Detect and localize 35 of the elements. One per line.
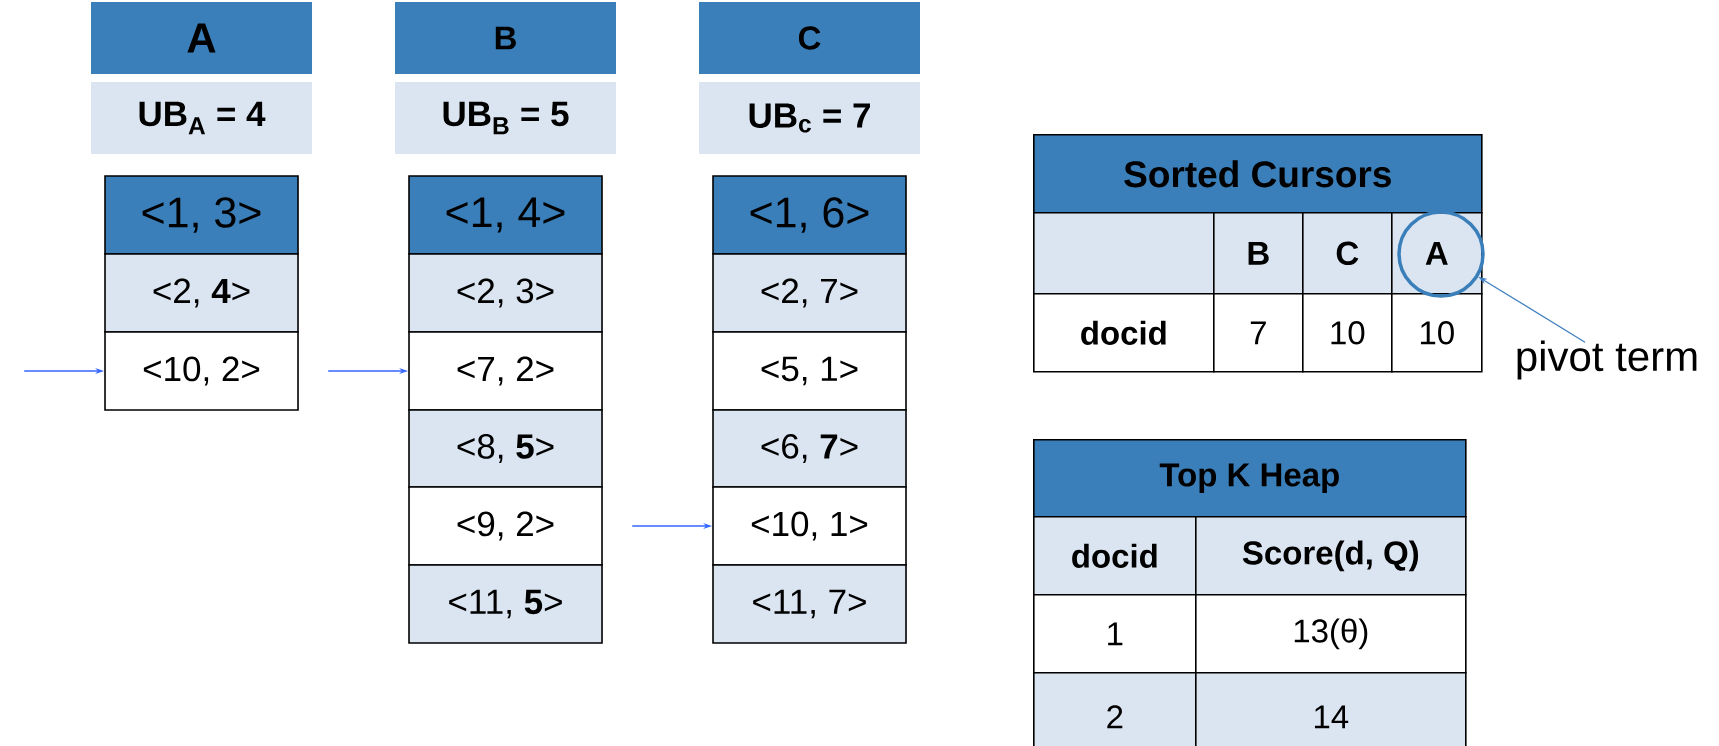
posting-cell: <1, 4> [408,175,603,255]
table-cell: 13(θ) [1195,594,1467,674]
table-cell: Score(d, Q) [1195,516,1467,596]
header-box: C [699,2,920,74]
table-cell: 10 [1391,293,1483,373]
posting-cell: <11, 7> [712,564,907,644]
posting-cell: <2, 7> [712,253,907,333]
table-cell: 2 [1033,672,1197,746]
table-title-cell: Sorted Cursors [1033,134,1483,214]
posting-cell: <10, 1> [712,486,907,566]
posting-cell: <2, 3> [408,253,603,333]
posting-cell: <5, 1> [712,331,907,411]
annotation-text: pivot term [1517,340,1697,380]
posting-cell: <9, 2> [408,486,603,566]
upper-bound-box: UB$_{B}$ = 5 [395,82,616,154]
table-cell: docid [1033,516,1197,596]
posting-cell: <8, 5> [408,409,603,488]
table-cell: C [1302,212,1393,295]
posting-cell: <1, 6> [712,175,907,255]
posting-cell: <7, 2> [408,331,603,411]
table-cell: B [1213,212,1304,295]
header-box: B [395,2,616,74]
posting-cell: <6, 7> [712,409,907,488]
upper-bound-box: UB$_{c}$ = 7 [699,82,920,154]
posting-cell: <2, 4> [104,253,299,333]
table-cell: A [1391,212,1483,295]
header-box: A [91,2,312,74]
table-cell: 14 [1195,672,1467,746]
posting-cell: <11, 5> [408,564,603,644]
posting-cell: <1, 3> [104,175,299,255]
table-title-cell: Top K Heap [1033,439,1467,518]
table-cell: 10 [1302,293,1393,373]
upper-bound-box: UB$_{A}$ = 4 [91,82,312,154]
posting-cell: <10, 2> [104,331,299,411]
table-cell: 7 [1213,293,1304,373]
